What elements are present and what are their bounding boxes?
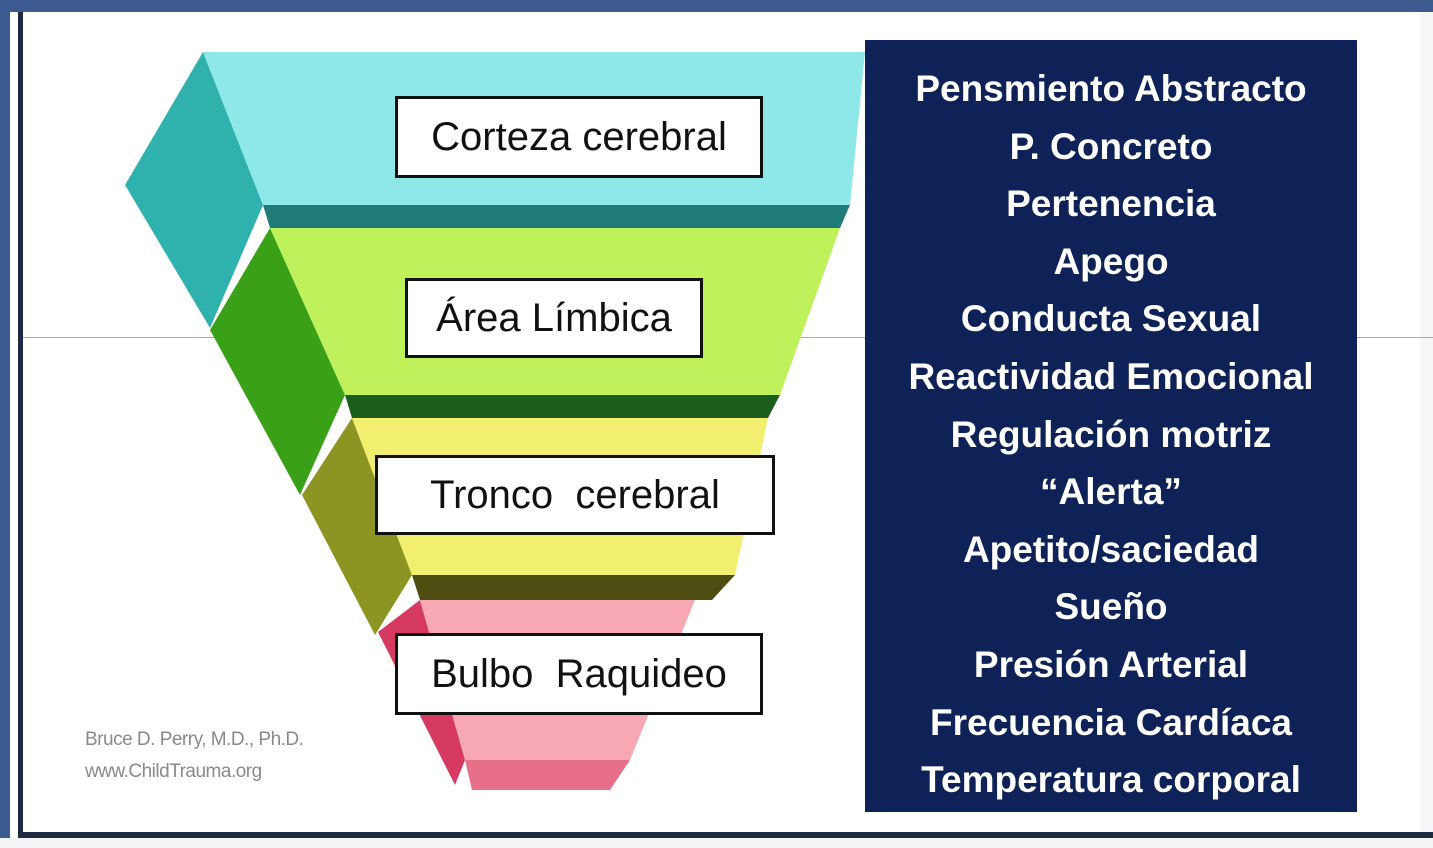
slide-frame-top (0, 0, 1433, 12)
slide-frame-bottom-margin (0, 838, 1433, 848)
functions-panel: Pensmiento Abstracto P. Concreto Pertene… (865, 40, 1357, 812)
layer-stem-side (302, 418, 412, 635)
function-item: Conducta Sexual (960, 298, 1262, 340)
layer-limbic-side (210, 228, 345, 495)
function-item: Pensmiento Abstracto (915, 68, 1307, 109)
function-item: Reactividad Emocional (908, 355, 1314, 397)
function-item: Apego (1053, 240, 1169, 282)
slide-frame-left-line (18, 12, 23, 848)
layer-stem-rim (412, 575, 735, 600)
layer-label-medulla: Bulbo Raquideo (395, 633, 763, 715)
layer-label-cortex: Corteza cerebral (395, 96, 763, 178)
slide-frame-left (0, 0, 10, 848)
slide-frame-right (1420, 12, 1433, 838)
function-item: Frecuencia Cardíaca (930, 701, 1292, 743)
function-item: P. Concreto (1009, 125, 1213, 167)
function-item: Presión Arterial (973, 643, 1249, 685)
credit-author: Bruce D. Perry, M.D., Ph.D. (85, 729, 304, 750)
function-item: Pertenencia (1006, 183, 1216, 225)
function-item: Apetito/saciedad (962, 528, 1260, 570)
image-credit: Bruce D. Perry, M.D., Ph.D. www.ChildTra… (85, 724, 304, 788)
function-item: Regulación motriz (950, 413, 1272, 455)
function-item: Sueño (1054, 586, 1168, 628)
layer-cortex-rim (263, 205, 850, 228)
function-item: “Alerta” (1040, 471, 1182, 513)
layer-cortex-side (125, 52, 263, 328)
layer-label-limbic: Área Límbica (405, 278, 703, 358)
layer-limbic-rim (345, 395, 780, 418)
layer-label-brainstem: Tronco cerebral (375, 455, 775, 535)
credit-website: www.ChildTrauma.org (85, 761, 262, 782)
layer-medulla-bottom (465, 760, 630, 790)
function-item: Temperatura corporal (921, 759, 1301, 801)
slide-frame-bottom (18, 832, 1433, 838)
